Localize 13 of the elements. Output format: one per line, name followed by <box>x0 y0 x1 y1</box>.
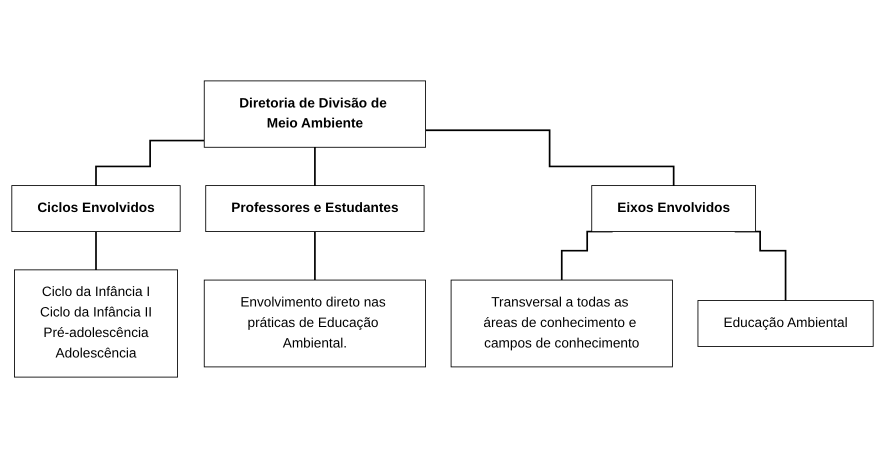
connector <box>95 140 204 186</box>
node-box: Eixos Envolvidos <box>591 185 756 232</box>
node-box: Envolvimento direto nas práticas de Educação Ambiental. <box>204 280 426 368</box>
connector <box>314 230 316 281</box>
connector <box>95 230 97 271</box>
connector <box>314 146 316 186</box>
node-box: Ciclos Envolvidos <box>11 185 181 232</box>
node-box: Educação Ambiental <box>698 300 874 347</box>
node-box: Diretoria de Divisão de Meio Ambiente <box>204 80 426 148</box>
connector <box>426 129 674 186</box>
node-box: Ciclo da Infância I Ciclo da Infância II Pré-adolescência Adolescência <box>14 269 178 378</box>
node-box: Transversal a todas as áreas de conhecimento e campos de conhecimento <box>450 280 673 368</box>
node-box: Professores e Estudantes <box>205 185 424 232</box>
